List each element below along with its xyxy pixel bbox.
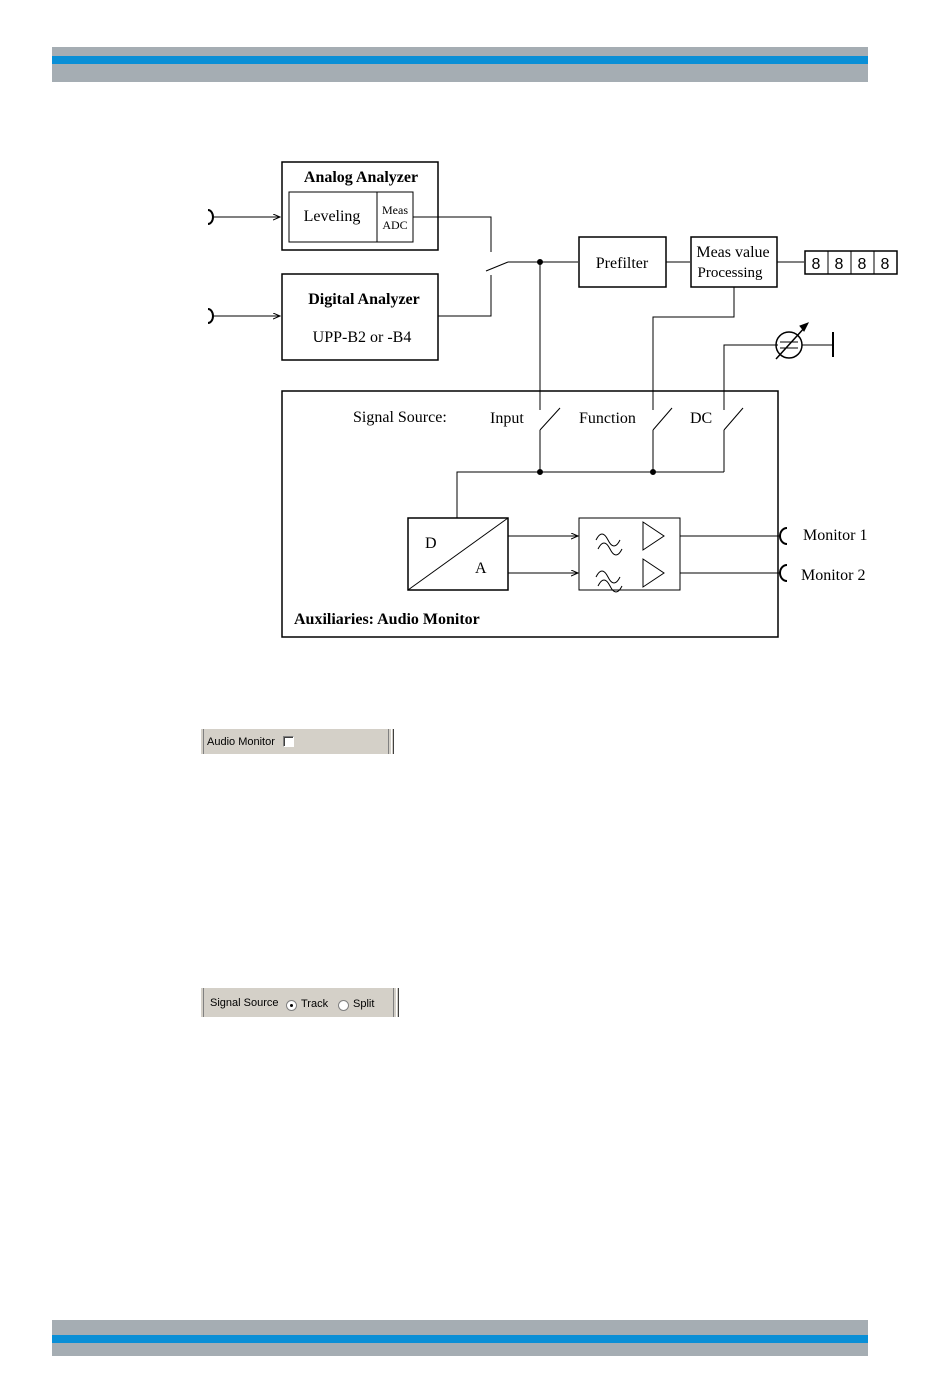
switch-input-label: Input	[490, 410, 524, 427]
audio-monitor-label: Audio Monitor	[207, 729, 275, 754]
signal-source-label: Signal Source:	[353, 409, 447, 426]
radio-split-label[interactable]: Split	[353, 990, 374, 1017]
radio-track-label[interactable]: Track	[301, 990, 328, 1017]
block-diagram: Analog Analyzer Leveling Meas ADC Digita…	[0, 0, 950, 680]
filter-amp-box	[579, 518, 680, 590]
radio-track[interactable]	[286, 1000, 297, 1011]
switch-dc-label: DC	[690, 410, 712, 427]
audio-monitor-panel: Audio Monitor	[200, 729, 394, 754]
radio-split[interactable]	[338, 1000, 349, 1011]
switch-function-label: Function	[579, 410, 636, 427]
analyzer-select-switch	[486, 262, 508, 271]
signal-source-panel-label: Signal Source	[210, 988, 279, 1017]
analog-analyzer-title: Analog Analyzer	[304, 169, 418, 186]
digital-analyzer-subtitle: UPP-B2 or -B4	[313, 329, 412, 346]
meas-value-label-2: Processing	[698, 265, 763, 281]
switch-function	[653, 408, 672, 430]
display-digit: 8	[881, 256, 890, 273]
display-digit: 8	[812, 256, 821, 273]
analog-input-connector-icon	[208, 210, 213, 224]
filter-amp-icon	[596, 522, 664, 592]
digital-analyzer-box	[282, 274, 438, 360]
dc-source-icon	[776, 323, 833, 359]
switch-input	[540, 408, 560, 430]
meas-adc-label-2: ADC	[382, 218, 407, 232]
meas-value-label-1: Meas value	[696, 244, 769, 261]
meas-adc-label-1: Meas	[382, 203, 408, 217]
dac-d-label: D	[425, 535, 437, 552]
monitor1-label: Monitor 1	[803, 527, 867, 544]
digital-input-connector-icon	[208, 309, 213, 323]
auxiliaries-label: Auxiliaries: Audio Monitor	[294, 611, 480, 628]
monitor1-connector-icon	[780, 528, 787, 544]
display-digit: 8	[858, 256, 867, 273]
auxiliaries-box	[282, 391, 778, 637]
digital-analyzer-title: Digital Analyzer	[308, 291, 420, 308]
dac-a-label: A	[475, 560, 487, 577]
footer-band	[52, 1320, 868, 1356]
monitor2-label: Monitor 2	[801, 567, 865, 584]
display-digit: 8	[835, 256, 844, 273]
switch-dc	[724, 408, 743, 430]
signal-source-panel: Signal Source Track Split	[200, 988, 399, 1017]
leveling-label: Leveling	[304, 208, 361, 225]
audio-monitor-checkbox[interactable]	[283, 736, 294, 747]
prefilter-label: Prefilter	[596, 255, 649, 272]
monitor2-connector-icon	[780, 565, 787, 581]
